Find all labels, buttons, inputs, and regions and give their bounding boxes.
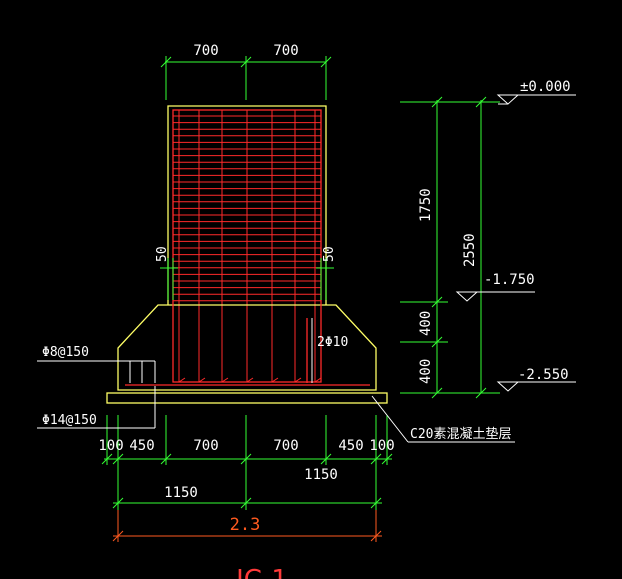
level-marker-zero	[496, 94, 520, 105]
level-marker-bottom	[496, 381, 520, 392]
cover-right-label: 50	[322, 246, 337, 262]
dim-half-left: 1150	[164, 485, 198, 501]
dim-top-right: 700	[273, 43, 298, 59]
dim-bottom-2: 450	[129, 438, 154, 454]
level-markers	[455, 94, 576, 392]
rebar-hook	[178, 377, 186, 383]
dimension-lines	[101, 56, 500, 510]
dim-half-right: 1150	[304, 467, 338, 483]
footing-outline	[117, 304, 377, 391]
dim-bottom-5: 450	[338, 438, 363, 454]
leader-lines	[37, 318, 515, 443]
tie-label: 2Φ10	[317, 335, 348, 350]
cover-left-label: 50	[155, 246, 170, 262]
dim-bottom-4: 700	[273, 438, 298, 454]
bottom-mesh-label: Φ14@150	[42, 413, 97, 428]
rebar-hook	[314, 377, 322, 383]
c20-pad-layer	[106, 392, 388, 404]
dim-top-left: 700	[193, 43, 218, 59]
stirrup-label: Φ8@150	[42, 345, 89, 360]
column-rebar-grid	[173, 110, 322, 383]
foundation-outline	[106, 105, 388, 404]
dim-bottom-6: 100	[369, 438, 394, 454]
dim-bottom-1: 100	[98, 438, 123, 454]
level-marker-mid	[455, 291, 479, 302]
total-dimension-line	[112, 510, 382, 542]
rebar-hook	[271, 377, 279, 383]
pad-leader	[371, 395, 409, 443]
level-zero-label: ±0.000	[520, 79, 571, 95]
dim-total-width: 2.3	[230, 515, 261, 535]
dim-total-height: 2550	[462, 233, 478, 267]
drawing-title: JC-1	[234, 565, 288, 579]
rebar-hook	[246, 377, 254, 383]
column-rebar-cage	[125, 109, 370, 386]
dim-bottom-3: 700	[193, 438, 218, 454]
column-outline	[167, 105, 327, 305]
dim-column-height: 1750	[418, 188, 434, 222]
dim-upper-footing: 400	[418, 311, 434, 336]
column-stirrup-outline	[172, 109, 322, 383]
rebar-hook	[221, 377, 229, 383]
rebar-hook	[294, 377, 302, 383]
rebar-hook	[198, 377, 206, 383]
level-bottom-label: -2.550	[518, 367, 569, 383]
dim-lower-footing: 400	[418, 359, 434, 384]
level-mid-label: -1.750	[484, 272, 535, 288]
pad-note: C20素混凝土垫层	[410, 426, 511, 442]
